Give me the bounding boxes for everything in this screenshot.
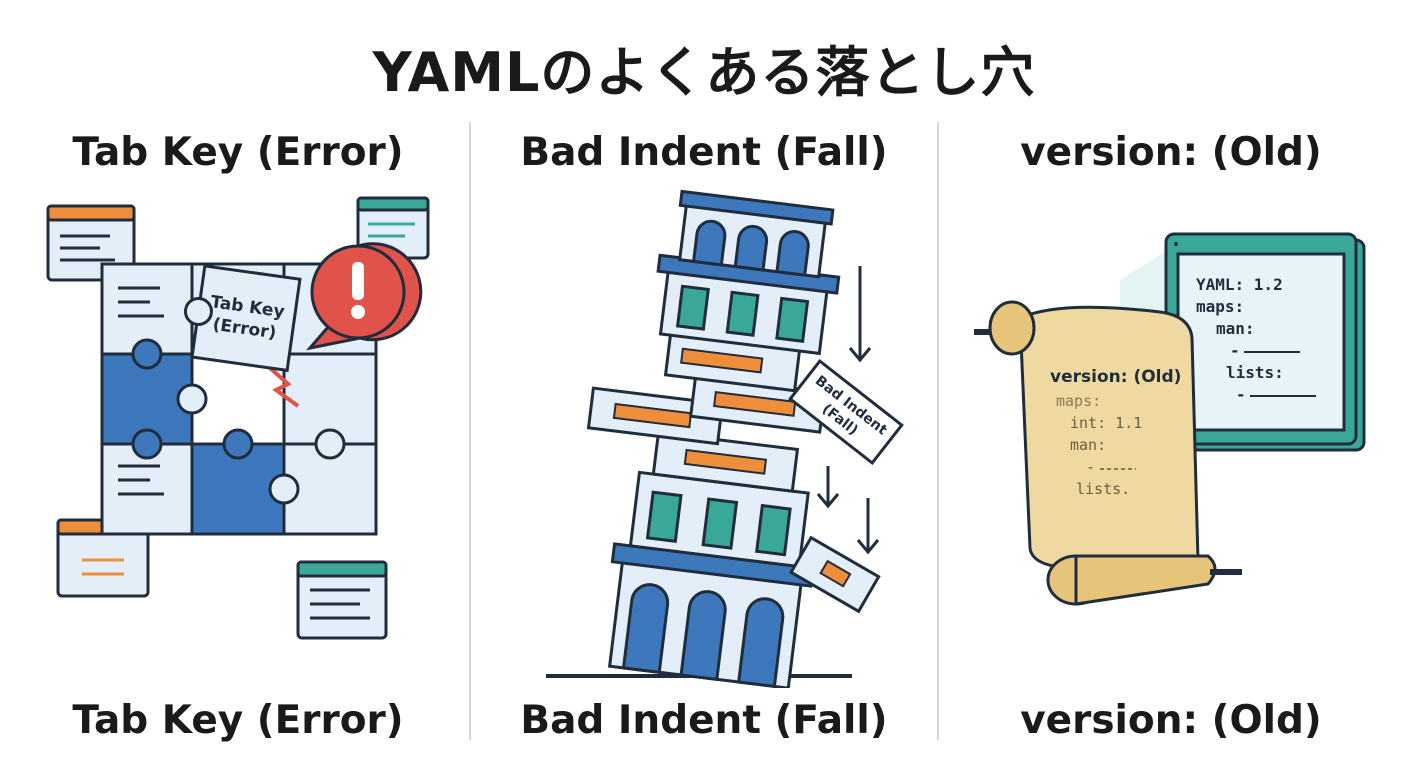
scroll-line-4: man: xyxy=(1070,436,1106,454)
divider-left xyxy=(469,122,471,740)
scroll-line-5: - xyxy=(1086,458,1095,476)
scroll-line-6: lists. xyxy=(1076,480,1130,498)
tower-illustration: Bad Indent (Fall) xyxy=(520,188,920,688)
tab-key-caption: Tab Key (Error) xyxy=(72,698,404,743)
scroll-line-2: maps: xyxy=(1056,392,1101,410)
bad-indent-block: Bad Indent (Fall) xyxy=(788,358,904,466)
page-title: YAMLのよくある落とし穴 xyxy=(372,41,1036,104)
doc-lines xyxy=(118,286,164,496)
screen-line-1: YAML: 1.2 xyxy=(1196,275,1283,294)
divider-right xyxy=(937,122,939,740)
version-caption: version: (Old) xyxy=(1020,698,1322,743)
fall-arrows xyxy=(816,266,880,555)
window-icon-bottomright xyxy=(296,560,388,640)
screen-line-6: - xyxy=(1236,385,1246,404)
window-icon-topleft xyxy=(46,204,136,282)
tab-key-piece: Tab Key (Error) xyxy=(183,264,302,373)
tab-key-heading: Tab Key (Error) xyxy=(72,130,404,175)
puzzle-illustration: Tab Key (Error) xyxy=(40,188,440,658)
screen-line-4: - xyxy=(1230,341,1240,360)
bad-indent-heading: Bad Indent (Fall) xyxy=(520,130,888,175)
screen-line-2: maps: xyxy=(1196,297,1244,316)
version-illustration: YAML: 1.2 maps: man: - lists: - version:… xyxy=(960,188,1380,648)
version-heading: version: (Old) xyxy=(1020,130,1322,175)
alert-icon xyxy=(306,242,423,351)
crack-mark xyxy=(268,366,300,408)
old-scroll: version: (Old) maps: int: 1.1 man: - lis… xyxy=(974,300,1242,606)
scroll-line-3: int: 1.1 xyxy=(1070,414,1142,432)
falling-block xyxy=(789,535,881,614)
bad-indent-caption: Bad Indent (Fall) xyxy=(520,698,888,743)
scroll-line-1: version: (Old) xyxy=(1050,367,1181,387)
tower xyxy=(586,189,841,688)
screen-line-3: man: xyxy=(1216,319,1255,338)
screen-line-5: lists: xyxy=(1226,363,1284,382)
